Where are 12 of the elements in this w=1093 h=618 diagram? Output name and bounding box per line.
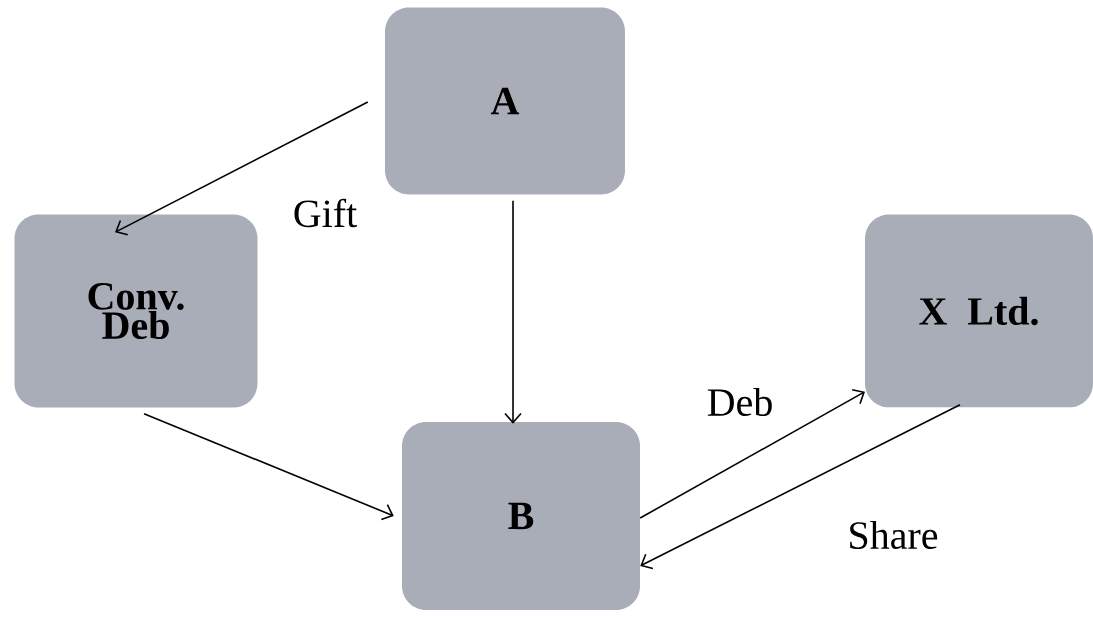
edge-label: Share xyxy=(846,519,940,551)
edge-label: Deb xyxy=(705,386,775,418)
edge-label: Gift xyxy=(291,197,359,229)
arrow xyxy=(639,388,865,519)
arrow xyxy=(640,403,961,570)
process-box: Conv. Deb xyxy=(14,214,258,408)
arrow xyxy=(143,412,394,521)
process-box: X Ltd. xyxy=(865,214,1093,408)
arrow xyxy=(504,199,522,424)
process-box: A xyxy=(385,7,625,195)
process-box: B xyxy=(402,422,640,610)
arrow xyxy=(115,101,369,236)
